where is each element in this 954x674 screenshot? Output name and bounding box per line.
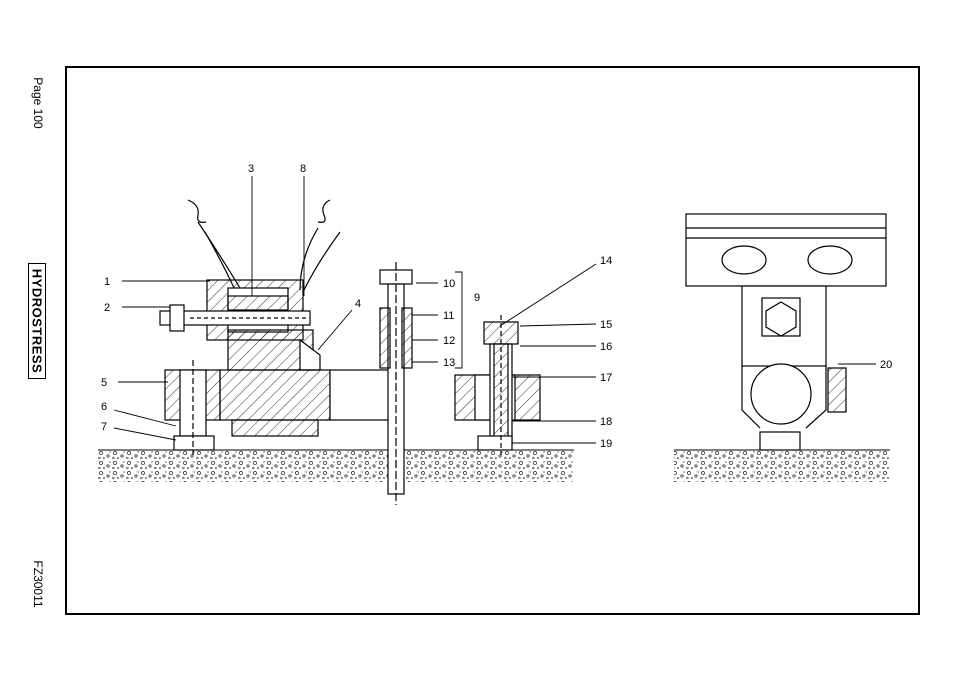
callout-15: 15 xyxy=(600,319,612,331)
callout-14: 14 xyxy=(600,255,612,267)
callout-7: 7 xyxy=(101,421,107,433)
callout-19: 19 xyxy=(600,438,612,450)
callout-10: 10 xyxy=(443,278,455,290)
callout-16: 16 xyxy=(600,341,612,353)
callout-1: 1 xyxy=(104,276,110,288)
callout-11: 11 xyxy=(443,310,454,322)
callout-2: 2 xyxy=(104,302,110,314)
base-plate xyxy=(165,370,540,436)
callout-4: 4 xyxy=(355,298,361,310)
callout-6: 6 xyxy=(101,401,107,413)
left-mount xyxy=(160,280,320,370)
callout-5: 5 xyxy=(101,377,107,389)
callout-8: 8 xyxy=(300,163,306,175)
callout-12: 12 xyxy=(443,335,455,347)
concrete-ground-right xyxy=(674,450,890,482)
callout-20: 20 xyxy=(880,359,892,371)
side-view-machine xyxy=(686,214,886,450)
blade-housing-outline xyxy=(188,200,340,290)
callout-17: 17 xyxy=(600,372,612,384)
concrete-ground-left xyxy=(98,450,574,482)
callout-13: 13 xyxy=(443,357,455,369)
callout-3: 3 xyxy=(248,163,254,175)
callout-9: 9 xyxy=(474,292,480,304)
callout-18: 18 xyxy=(600,416,612,428)
